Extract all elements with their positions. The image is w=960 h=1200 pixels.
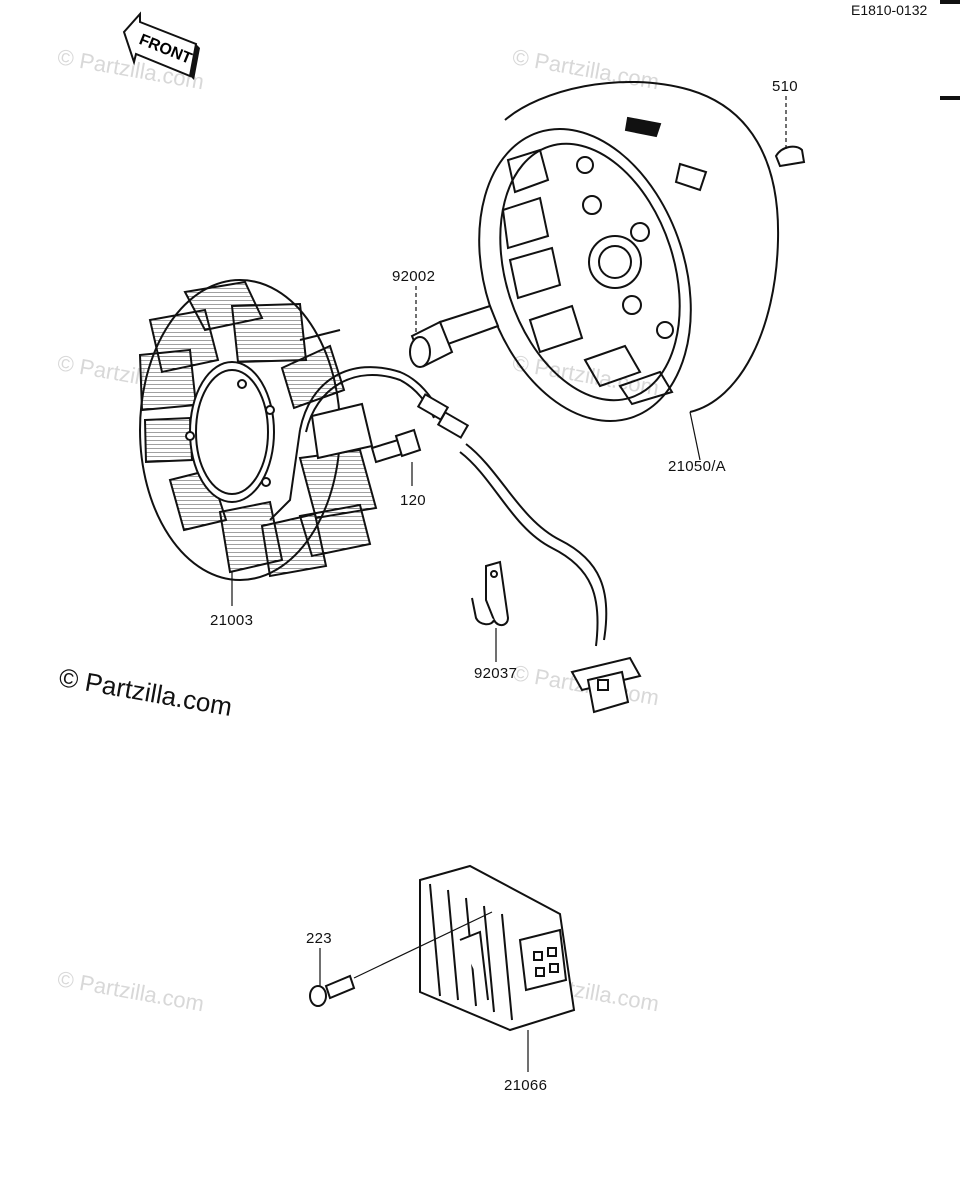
regulator-screw [309,974,356,1007]
stator-coil [138,279,378,581]
ref-label-bolt: 92002 [392,268,436,285]
page-edge-mark [940,0,960,4]
ref-label-flywheel: 21050/A [668,458,726,475]
flywheel-bolt [409,304,500,368]
stator-screw [370,428,422,464]
stator-wire-harness [269,366,608,647]
wire-clamp [471,560,510,626]
ref-label-rectifier: 21066 [504,1077,548,1094]
ref-label-screw: 120 [400,492,426,509]
ref-label-clamp: 92037 [474,665,518,682]
ref-label-key: 510 [772,78,798,95]
flywheel-rotor [478,80,780,422]
front-arrow-icon: FRONT [122,11,200,80]
harness-connector [570,656,642,714]
diagram-code: E1810-0132 [851,2,928,18]
ref-label-stator: 21003 [210,612,254,629]
page-edge-mark [940,96,960,100]
ref-label-rectifier-screw: 223 [306,930,332,947]
leader-lines [231,96,787,1072]
regulator-rectifier [419,864,576,1032]
woodruff-key [774,145,806,168]
